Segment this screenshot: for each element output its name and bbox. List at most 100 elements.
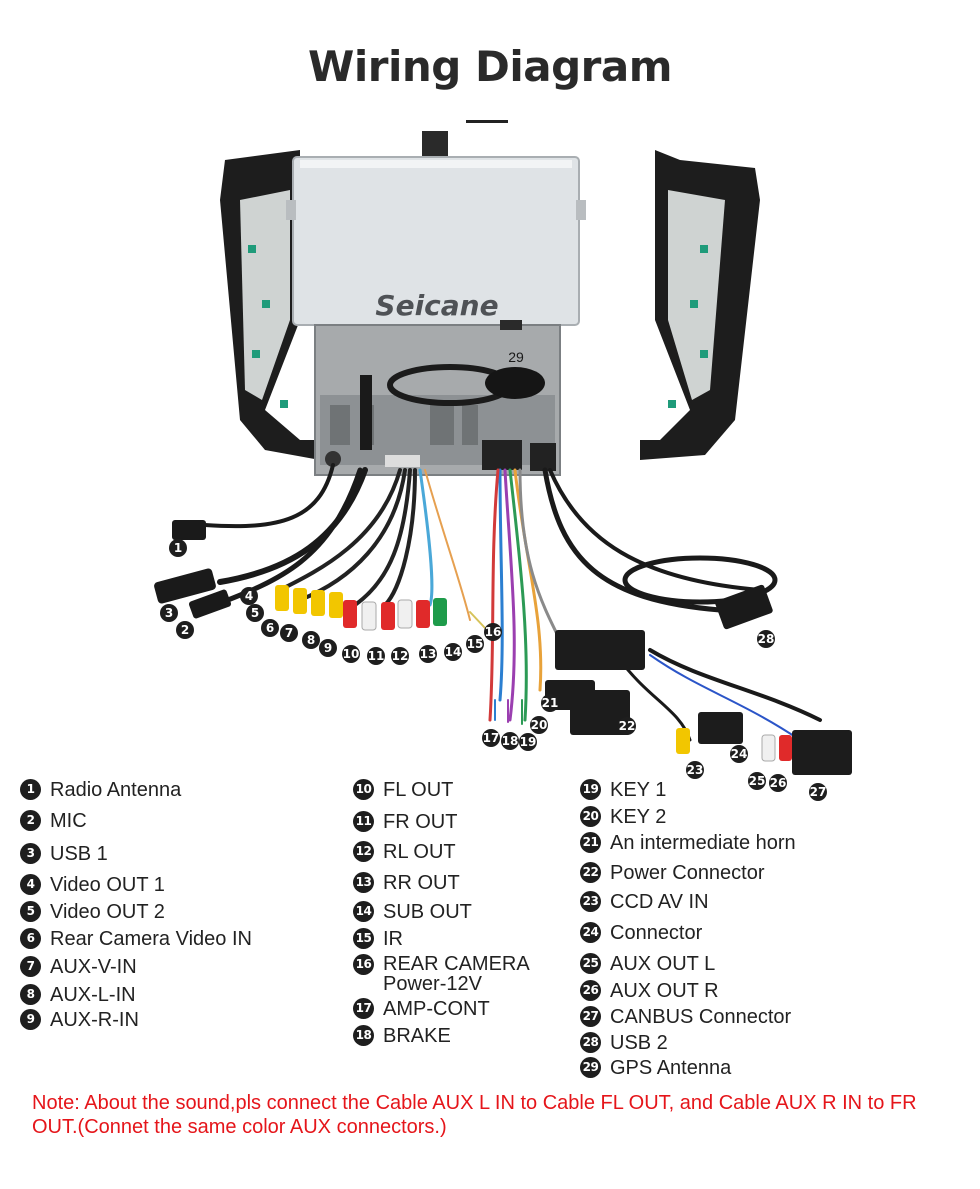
legend-number: 19	[580, 779, 601, 800]
legend-label: Video OUT 1	[50, 874, 165, 896]
callout-14: 14	[445, 645, 462, 659]
head-unit-wiring-illustration: Seicane	[154, 131, 852, 801]
legend-number: 12	[353, 841, 374, 862]
legend-item-ir: 15 IR	[353, 928, 403, 950]
legend-item-rr-out: 13 RR OUT	[353, 872, 460, 894]
legend-item-radio-antenna: 1 Radio Antenna	[20, 779, 181, 801]
callout-12: 12	[392, 649, 409, 663]
legend-label: Radio Antenna	[50, 779, 182, 801]
legend-number: 26	[580, 980, 601, 1001]
legend-label: AUX-L-IN	[50, 984, 136, 1006]
legend-label: Connector	[610, 922, 703, 944]
legend-label: AUX OUT R	[610, 980, 719, 1002]
legend-number: 24	[580, 922, 601, 943]
callout-27: 27	[810, 785, 827, 799]
legend-number: 27	[580, 1006, 601, 1027]
legend-label: AMP-CONT	[383, 998, 490, 1020]
legend-number: 11	[353, 811, 374, 832]
legend-number: 16	[353, 954, 374, 975]
legend-number: 5	[20, 901, 41, 922]
callout-10: 10	[343, 647, 360, 661]
gps-antenna-puck	[485, 367, 545, 399]
legend-number: 13	[353, 872, 374, 893]
callout-11: 11	[368, 649, 385, 663]
legend-label: SUB OUT	[383, 901, 472, 923]
legend-label: AUX OUT L	[610, 953, 716, 975]
callout-1: 1	[174, 541, 182, 555]
callout-19: 19	[520, 735, 537, 749]
legend-label: AUX-V-IN	[50, 956, 137, 978]
legend-number: 1	[20, 779, 41, 800]
legend-label: BRAKE	[383, 1025, 451, 1047]
legend-number: 21	[580, 832, 601, 853]
legend-number: 2	[20, 810, 41, 831]
legend-number: 22	[580, 862, 601, 883]
rca-plugs	[275, 585, 792, 762]
frame-clips	[248, 245, 708, 408]
legend-item-gps-antenna: 29 GPS Antenna	[580, 1057, 731, 1079]
legend-item-usb-1: 3 USB 1	[20, 843, 108, 865]
brand-logo: Seicane	[375, 289, 498, 322]
callout-22: 22	[619, 719, 636, 733]
legend-label: MIC	[50, 810, 87, 832]
legend-label: USB 2	[610, 1032, 668, 1054]
page-title: Wiring Diagram	[308, 42, 672, 91]
legend-number: 29	[580, 1057, 601, 1078]
legend-label: USB 1	[50, 843, 108, 865]
legend-number: 20	[580, 806, 601, 827]
legend-number: 10	[353, 779, 374, 800]
callout-13: 13	[420, 647, 437, 661]
callout-25: 25	[749, 774, 766, 788]
legend-item-rl-out: 12 RL OUT	[353, 841, 456, 863]
legend-label: GPS Antenna	[610, 1057, 732, 1079]
legend-number: 9	[20, 1009, 41, 1030]
legend-item-intermediate-horn: 21 An intermediate horn	[580, 832, 796, 854]
legend-item-amp-cont: 17 AMP-CONT	[353, 998, 490, 1020]
legend-label: RR OUT	[383, 872, 460, 894]
callout-24: 24	[731, 747, 748, 761]
title-divider	[466, 120, 508, 123]
legend-item-key-1: 19 KEY 1	[580, 779, 666, 801]
callout-28: 28	[758, 632, 775, 646]
callout-7: 7	[285, 626, 293, 640]
legend-label: RL OUT	[383, 841, 456, 863]
callout-29: 29	[508, 349, 524, 365]
legend-number: 18	[353, 1025, 374, 1046]
legend-label: KEY 1	[610, 779, 667, 801]
callout-26: 26	[770, 776, 787, 790]
legend-label: CCD AV IN	[610, 891, 709, 913]
legend-label: An intermediate horn	[610, 832, 796, 854]
legend-number: 23	[580, 891, 601, 912]
legend-label: KEY 2	[610, 806, 667, 828]
legend-item-mic: 2 MIC	[20, 810, 87, 832]
legend-item-rear-camera-power: 16 REAR CAMERA Power-12V	[353, 954, 530, 994]
legend-number: 14	[353, 901, 374, 922]
legend-item-video-out-2: 5 Video OUT 2	[20, 901, 165, 923]
legend-number: 15	[353, 928, 374, 949]
legend-item-brake: 18 BRAKE	[353, 1025, 451, 1047]
harness-connectors	[545, 630, 852, 775]
callout-3: 3	[165, 606, 173, 620]
callout-9: 9	[324, 641, 332, 655]
legend-label: IR	[383, 928, 403, 950]
legend-number: 6	[20, 928, 41, 949]
callout-2: 2	[181, 623, 189, 637]
legend-label: REAR CAMERA Power-12V	[383, 953, 530, 995]
legend-number: 3	[20, 843, 41, 864]
callout-20: 20	[531, 718, 548, 732]
callout-17: 17	[483, 731, 500, 745]
sound-connection-note: Note: About the sound,pls connect the Ca…	[32, 1092, 917, 1138]
legend-number: 28	[580, 1032, 601, 1053]
legend-label: Video OUT 2	[50, 901, 165, 923]
legend-number: 17	[353, 998, 374, 1019]
legend-item-connector: 24 Connector	[580, 922, 702, 944]
callout-18: 18	[502, 734, 519, 748]
